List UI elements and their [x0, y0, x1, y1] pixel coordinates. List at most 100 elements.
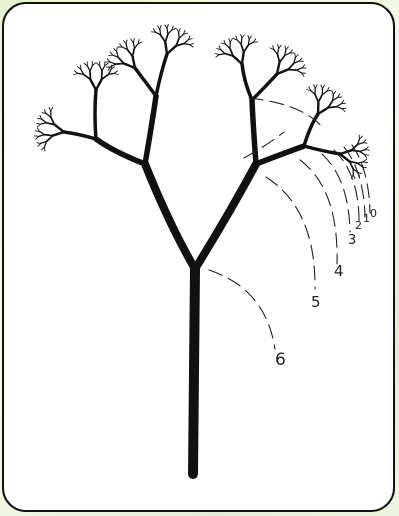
- twig-segment: [337, 104, 342, 107]
- twig-segment: [38, 143, 41, 146]
- fractal-tree-diagram: 0 1 2 3 4 5 6: [4, 4, 395, 512]
- twig-segment: [135, 44, 139, 49]
- twig-segment: [87, 66, 90, 71]
- fractal-tree: [64, 54, 340, 474]
- twig-segment: [37, 143, 41, 144]
- arc-label-3: 3: [348, 233, 356, 248]
- twig-segment: [288, 63, 294, 69]
- twig-segment: [360, 150, 366, 152]
- twig-segment: [102, 66, 105, 71]
- arc-label-0: 0: [370, 207, 377, 220]
- twig-segment: [133, 42, 134, 48]
- twig-segment: [49, 108, 51, 112]
- twig-segment: [126, 40, 127, 44]
- twig-segment: [124, 41, 127, 44]
- twig-segment: [244, 45, 249, 52]
- twig-segment: [318, 108, 328, 114]
- twig-segment: [114, 73, 118, 74]
- twig-segment: [165, 25, 167, 28]
- twig-segment: [39, 135, 45, 137]
- twig-segment: [248, 35, 249, 39]
- twig-segment: [184, 40, 188, 44]
- twig-segment: [215, 54, 219, 55]
- twig-segment: [295, 55, 298, 58]
- twig-segment: [278, 48, 279, 54]
- twig-segment: [158, 26, 160, 29]
- twig-segment: [114, 71, 117, 74]
- twig-segment: [302, 65, 305, 68]
- arc-label-4: 4: [334, 262, 344, 280]
- depth-arc: [266, 177, 315, 289]
- twig-segment: [190, 44, 194, 45]
- twig-segment: [328, 107, 336, 108]
- twig-segment: [315, 85, 317, 89]
- twig-segment: [165, 34, 168, 42]
- twig-segment: [107, 59, 110, 62]
- twig-segment: [365, 150, 369, 151]
- twig-segment: [315, 94, 318, 102]
- twig-segment: [323, 85, 325, 89]
- twig-segment: [133, 38, 134, 42]
- arc-label-5: 5: [311, 293, 321, 311]
- twig-segment: [358, 162, 364, 163]
- depth-arc: [300, 160, 337, 264]
- depth-arc: [344, 147, 365, 217]
- twig-segment: [53, 132, 64, 136]
- twig-segment: [365, 147, 368, 150]
- twig-segment: [168, 30, 172, 34]
- twig-segment: [190, 45, 193, 47]
- tree-twigs: [35, 24, 370, 178]
- twig-segment: [51, 108, 53, 112]
- twig-segment: [179, 29, 181, 33]
- twig-segment: [177, 29, 179, 33]
- depth-labels: 0 1 2 3 4 5 6: [275, 207, 377, 370]
- twig-segment: [116, 64, 124, 65]
- twig-segment: [90, 79, 96, 90]
- tree-branch-left: [145, 164, 195, 269]
- twig-segment: [120, 44, 123, 47]
- twig-segment: [340, 150, 351, 154]
- twig-segment: [46, 114, 51, 118]
- twig-segment: [241, 38, 242, 44]
- twig-segment: [37, 124, 40, 127]
- twig-segment: [299, 58, 302, 61]
- twig-segment: [249, 36, 251, 39]
- twig-segment: [41, 123, 47, 124]
- twig-segment: [278, 54, 280, 62]
- twig-segment: [342, 109, 345, 112]
- twig-segment: [133, 48, 135, 56]
- twig-segment: [110, 52, 113, 55]
- twig-segment: [161, 35, 166, 42]
- twig-segment: [297, 70, 302, 73]
- twig-segment: [36, 136, 39, 139]
- twig-segment: [337, 107, 343, 109]
- twig-segment: [42, 147, 45, 150]
- twig-segment: [297, 68, 303, 70]
- twig-segment: [35, 136, 39, 137]
- twig-segment: [167, 28, 168, 34]
- tree-branch-right: [195, 164, 256, 269]
- twig-segment: [285, 46, 286, 50]
- depth-arc: [334, 150, 359, 221]
- twig-segment: [363, 140, 366, 143]
- tree-trunk: [193, 269, 195, 474]
- twig-segment: [75, 71, 78, 74]
- twig-segment: [242, 52, 244, 64]
- twig-segment: [90, 66, 92, 71]
- twig-segment: [237, 40, 241, 44]
- twig-segment: [332, 91, 333, 95]
- twig-segment: [216, 55, 219, 57]
- twig-segment: [97, 63, 100, 66]
- twig-segment: [92, 63, 95, 66]
- twig-segment: [311, 91, 315, 95]
- twig-segment: [184, 44, 190, 45]
- twig-segment: [167, 46, 176, 54]
- arc-label-6: 6: [275, 350, 286, 370]
- twig-segment: [55, 125, 65, 132]
- arc-label-1: 1: [363, 212, 370, 225]
- twig-segment: [242, 35, 244, 38]
- twig-segment: [290, 50, 293, 53]
- twig-segment: [333, 91, 335, 95]
- twig-segment: [360, 151, 365, 154]
- twig-segment: [167, 24, 168, 28]
